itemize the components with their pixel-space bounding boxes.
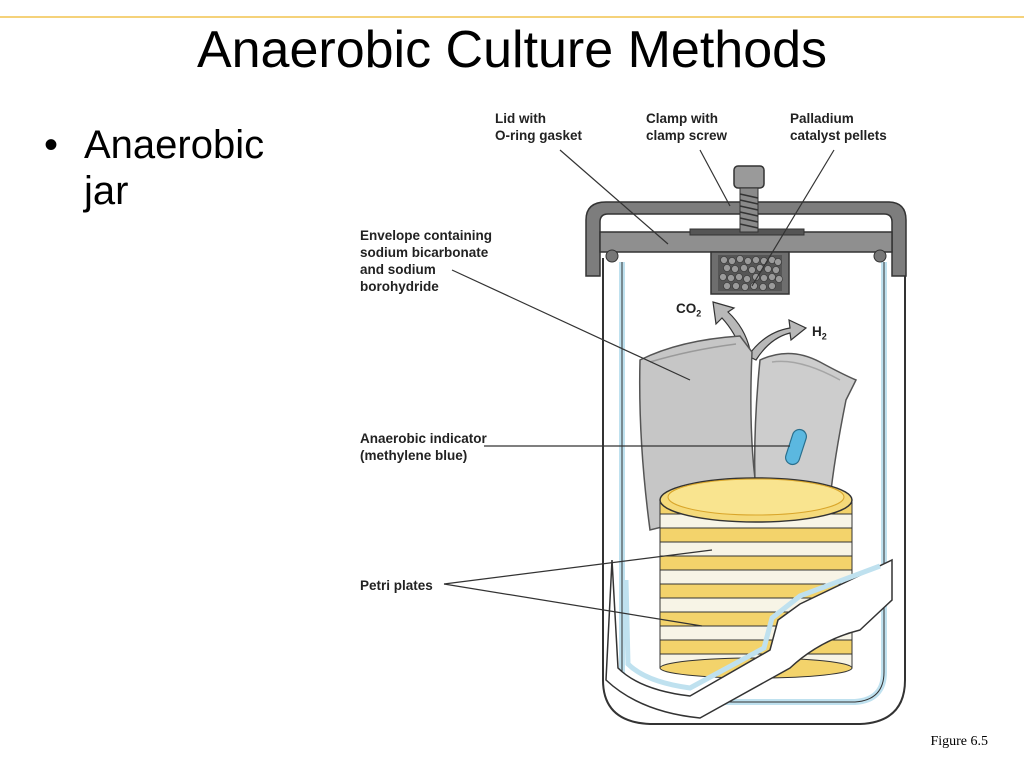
palladium-label: Palladium catalyst pellets bbox=[790, 111, 887, 143]
h2-arrow bbox=[747, 318, 808, 361]
figure-caption: Figure 6.5 bbox=[930, 734, 988, 749]
petri-plates-label: Petri plates bbox=[360, 578, 433, 593]
palladium-catalyst-pellets bbox=[710, 251, 790, 295]
co2-text: CO bbox=[676, 301, 697, 316]
lid-label: Lid with O-ring gasket bbox=[495, 111, 583, 143]
slide-title: Anaerobic Culture Methods bbox=[196, 21, 828, 79]
co2-subscript: 2 bbox=[696, 308, 702, 319]
h2-text: H bbox=[812, 324, 822, 339]
clamp-label: Clamp with clamp screw bbox=[646, 111, 728, 143]
petri-plate-stack bbox=[659, 477, 853, 679]
bullet-text: Anaerobic jar bbox=[84, 123, 265, 213]
top-rule bbox=[0, 16, 1024, 18]
co2-label: CO2 bbox=[676, 300, 701, 323]
indicator-label: Anaerobic indicator (methylene blue) bbox=[360, 431, 487, 463]
bullet-marker: • bbox=[44, 123, 59, 167]
leader-lines bbox=[443, 149, 835, 627]
jar-cutaway bbox=[605, 558, 893, 719]
h2-subscript: 2 bbox=[821, 331, 827, 342]
h2-label: H2 bbox=[812, 323, 827, 346]
clamp-screw bbox=[733, 165, 765, 233]
methylene-blue-indicator bbox=[785, 428, 807, 466]
envelope-label: Envelope containing sodium bicarbonate a… bbox=[360, 228, 493, 294]
